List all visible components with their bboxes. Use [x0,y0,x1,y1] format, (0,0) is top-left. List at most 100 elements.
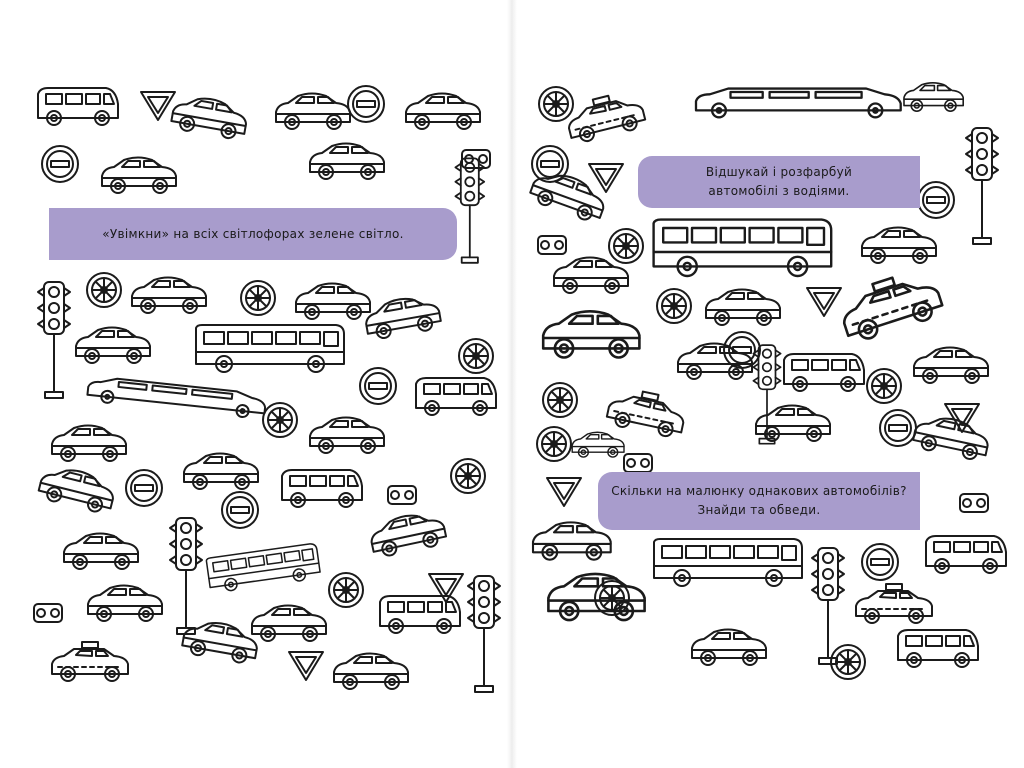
taxi-car-icon [51,641,129,682]
traffic-light-icon [965,127,999,245]
jeep-car-icon [861,226,937,264]
yield-sign-icon [288,651,324,681]
wheel-icon [328,572,364,608]
wheel-icon [240,280,276,316]
wheel-icon [538,86,574,122]
no-entry-sign-icon [879,409,917,447]
traffic-light-icon [37,281,71,399]
instruction-banner-find-drivers: Відшукай і розфарбуй автомобілі з водіям… [638,156,920,208]
no-entry-sign-icon [917,181,955,219]
beetle-car-icon [547,572,646,622]
traffic-light-icon [169,517,203,635]
wheel-icon [536,426,572,462]
right-page-illustrations [526,82,1007,680]
instruction-text-line-2: автомобілі з водіями. [708,184,850,198]
taxi-car-icon [275,92,351,130]
instruction-text: «Увімкни» на всіх світлофорах зелене сві… [102,226,404,241]
classic-car-icon [251,604,327,642]
taxi-car-icon [604,384,689,441]
instruction-banner-traffic-lights: «Увімкни» на всіх світлофорах зелене сві… [49,208,457,260]
yield-sign-icon [806,287,842,317]
hatchback-car-icon [913,346,989,384]
smart-car-icon [531,521,612,561]
traffic-light-icon [623,453,653,473]
yield-sign-icon [588,163,624,193]
no-entry-sign-icon [359,367,397,405]
sport-car-icon [366,507,449,560]
instruction-text-line-1: Скільки на малюнку однакових автомобілів… [611,484,907,498]
bus-icon [652,218,833,278]
convertible-car-icon [309,142,385,180]
wheel-icon [450,458,486,494]
taxi-car-icon [562,87,648,146]
traffic-light-icon [467,575,501,693]
yield-sign-icon [428,573,464,603]
right-page: Відшукай і розфарбуй автомобілі з водіям… [512,0,1024,768]
beetle-car-icon [101,156,177,194]
yield-sign-icon [546,477,582,507]
wheel-icon [458,338,494,374]
hatchback-car-icon [63,532,139,570]
taxi-car-icon [834,264,947,346]
beetle-car-icon [405,92,481,130]
bus-icon [653,538,803,587]
jeep-car-icon [75,326,151,364]
no-entry-sign-icon [723,331,761,369]
bus-icon [897,629,979,668]
no-entry-sign-icon [125,469,163,507]
limousine-icon [85,374,268,421]
wheel-icon [830,644,866,680]
traffic-light-icon [33,603,63,623]
school-bus-icon [205,542,322,595]
bus-icon [195,324,345,373]
wheel-icon [608,228,644,264]
suv-car-icon [526,164,611,226]
no-entry-sign-icon [861,543,899,581]
van-icon [415,377,497,416]
jeep-car-icon [571,431,625,458]
limousine-icon [694,87,902,119]
double-decker-bus-icon [783,353,865,392]
instruction-text-line-1: Відшукай і розфарбуй [705,165,853,179]
yield-sign-icon [140,91,176,121]
small-car-icon [87,584,163,622]
wheel-icon [262,402,298,438]
vintage-car-icon [183,452,259,490]
vintage-car-icon [169,91,251,142]
traffic-light-icon [537,235,567,255]
taxi-car-icon [36,461,119,517]
minibus-icon [281,469,363,508]
traffic-light-icon [959,493,989,513]
wheel-icon [86,272,122,308]
convertible-car-icon [903,82,965,113]
convertible-car-icon [691,628,767,666]
traffic-light-icon [387,485,417,505]
no-entry-sign-icon [41,145,79,183]
no-entry-sign-icon [221,491,259,529]
van-icon [37,87,119,126]
classic-car-icon [705,288,781,326]
taxi-car-icon [855,583,933,624]
sedan-car-icon [361,291,443,342]
wheel-icon [542,382,578,418]
book-gutter [507,0,517,768]
vintage-car-icon [677,342,753,380]
left-page-illustrations [33,85,501,693]
pickup-truck-icon [333,652,409,690]
wheel-icon [656,288,692,324]
left-page: «Увімкни» на всіх світлофорах зелене сві… [33,85,501,693]
no-entry-sign-icon [347,85,385,123]
pickup-truck-icon [553,256,629,294]
traffic-light-icon [454,157,486,264]
instruction-banner-count-cars: Скільки на малюнку однакових автомобілів… [598,472,920,530]
school-bus-icon [925,535,1007,574]
truck-icon [379,595,461,634]
vintage-car-icon [131,276,207,314]
instruction-text-line-2: Знайди та обведи. [697,503,821,517]
sport-car-icon [51,424,127,462]
fiat-car-icon [541,310,641,359]
wheel-icon [866,368,902,404]
sport-car-icon [910,411,993,464]
hatchback-car-icon [295,282,371,320]
sport-car-icon [180,616,262,667]
